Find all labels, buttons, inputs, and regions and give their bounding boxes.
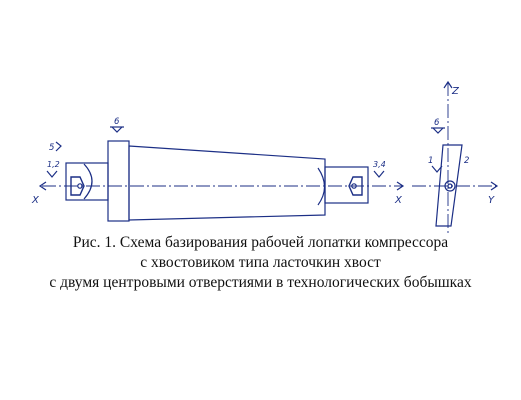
z-axis-arrow bbox=[443, 80, 453, 89]
y-axis-arrow bbox=[490, 181, 499, 191]
label-point-5: 5 bbox=[49, 143, 54, 153]
x-axis-right-arrow bbox=[396, 181, 405, 191]
blade-root-flange bbox=[107, 140, 130, 222]
label-point-2: 2 bbox=[464, 156, 469, 166]
side-center-hole-inner bbox=[447, 183, 453, 189]
caption-line-3: с двумя центровыми отверстиями в техноло… bbox=[49, 274, 472, 291]
left-center-point bbox=[77, 183, 83, 189]
label-points-12: 1,2 bbox=[47, 160, 60, 169]
support-symbol-1 bbox=[431, 165, 443, 173]
support-symbol-34 bbox=[373, 170, 385, 178]
support-symbol-6-right bbox=[432, 127, 444, 134]
label-point-6-left: 6 bbox=[114, 117, 120, 127]
right-center-point bbox=[351, 183, 357, 189]
label-x-right: X bbox=[394, 195, 403, 206]
right-center-hole bbox=[348, 176, 363, 196]
caption-line-1: Рис. 1. Схема базирования рабочей лопатк… bbox=[72, 234, 449, 251]
blade-side-section bbox=[435, 144, 463, 227]
support-symbol-5 bbox=[55, 141, 62, 152]
side-center-hole-outer bbox=[444, 180, 456, 192]
blade-tip-arc bbox=[317, 167, 326, 206]
left-center-hole bbox=[70, 176, 85, 196]
label-x-left: X bbox=[31, 195, 40, 206]
label-y-axis: Y bbox=[488, 195, 495, 206]
label-z-axis: Z bbox=[451, 86, 460, 97]
x-axis-left-arrow bbox=[38, 181, 47, 191]
caption-line-2: с хвостовиком типа ласточкин хвост bbox=[140, 254, 381, 271]
label-points-34: 3,4 bbox=[373, 160, 386, 169]
blade-airfoil bbox=[128, 145, 326, 221]
support-symbol-6-left bbox=[111, 126, 123, 133]
label-point-6-right: 6 bbox=[434, 118, 440, 128]
left-boss-arc bbox=[83, 163, 93, 200]
label-point-1: 1 bbox=[428, 156, 433, 166]
right-boss bbox=[324, 166, 369, 204]
support-symbol-12 bbox=[46, 170, 58, 178]
